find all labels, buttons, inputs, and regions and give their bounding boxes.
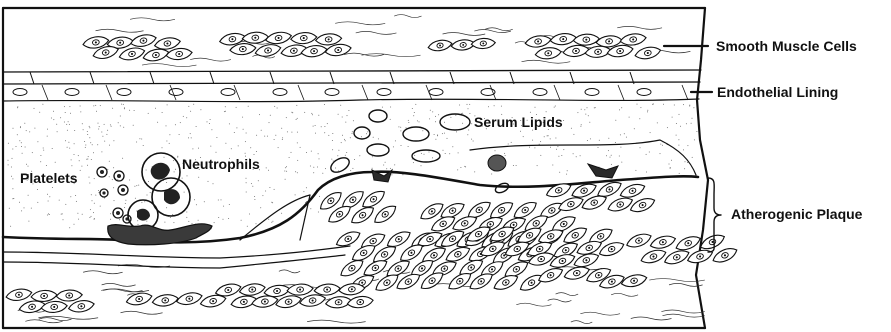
smooth-muscle-cell bbox=[471, 38, 496, 50]
endothelial-nucleus bbox=[429, 89, 443, 96]
smooth-muscle-cell bbox=[674, 233, 702, 253]
smooth-muscle-cell bbox=[618, 181, 646, 200]
leader-lines bbox=[664, 46, 721, 252]
smooth-muscle-cell bbox=[606, 195, 634, 214]
smooth-muscle-cell bbox=[573, 33, 600, 46]
smooth-muscle-cell bbox=[239, 282, 267, 297]
platelets bbox=[97, 167, 131, 223]
endothelial-nucleus bbox=[273, 89, 287, 96]
label-serum-lipids: Serum Lipids bbox=[474, 114, 563, 130]
smooth-muscle-cell bbox=[56, 289, 83, 301]
smooth-muscle-cell bbox=[290, 32, 317, 45]
endothelial-nucleus bbox=[13, 89, 27, 96]
smooth-muscle-cell bbox=[663, 247, 691, 267]
neutrophils bbox=[128, 153, 190, 230]
smooth-muscle-cell bbox=[349, 204, 377, 227]
smooth-muscle-cell bbox=[550, 32, 577, 46]
smooth-muscle-cell bbox=[634, 45, 662, 61]
endothelial-nucleus bbox=[117, 89, 131, 96]
smooth-muscle-cell bbox=[254, 42, 282, 58]
smooth-muscle-cell bbox=[5, 287, 33, 302]
smooth-muscle-cell bbox=[628, 195, 656, 215]
endothelial-nucleus bbox=[637, 89, 651, 96]
smooth-muscle-cell bbox=[125, 291, 153, 307]
endothelial-nucleus bbox=[169, 89, 183, 96]
smooth-muscle-cell bbox=[524, 34, 551, 49]
label-neutrophils: Neutrophils bbox=[182, 156, 260, 172]
label-smooth-muscle-cells: Smooth Muscle Cells bbox=[716, 38, 857, 54]
label-endothelial-lining: Endothelial Lining bbox=[717, 84, 838, 100]
smooth-muscle-cell bbox=[427, 38, 452, 52]
smooth-muscle-cell bbox=[372, 202, 399, 226]
smooth-muscle-cell bbox=[639, 247, 667, 266]
smooth-muscle-cell bbox=[152, 293, 179, 308]
smooth-muscle-cell bbox=[175, 290, 203, 306]
endothelial-nucleus bbox=[533, 89, 547, 96]
smooth-muscle-cell bbox=[347, 295, 374, 310]
smooth-muscle-cell bbox=[711, 245, 739, 266]
smooth-muscle-cell bbox=[300, 44, 327, 58]
smooth-muscle-cell bbox=[242, 31, 269, 44]
smooth-muscle-cell bbox=[535, 46, 562, 60]
endothelial-nucleus bbox=[377, 89, 391, 96]
label-platelets: Platelets bbox=[20, 170, 78, 186]
smooth-muscle-cell bbox=[41, 300, 68, 313]
smooth-muscle-cell bbox=[620, 272, 648, 289]
endothelial-nucleus bbox=[65, 89, 79, 96]
smooth-muscle-cell bbox=[314, 283, 341, 296]
smooth-muscle-cell bbox=[360, 187, 388, 211]
endothelial-nucleus bbox=[221, 89, 235, 96]
endothelial-nucleus bbox=[325, 89, 339, 96]
endothelial-nucleus bbox=[585, 89, 599, 96]
endothelial-lining bbox=[3, 70, 701, 102]
smooth-muscle-cell bbox=[625, 231, 653, 250]
smooth-muscle-cell bbox=[562, 44, 589, 58]
smooth-muscle-cell bbox=[649, 233, 677, 251]
smooth-muscle-cell bbox=[130, 32, 158, 48]
label-atherogenic-plaque: Atherogenic Plaque bbox=[731, 206, 863, 222]
labels: Smooth Muscle Cells Endothelial Lining S… bbox=[20, 38, 863, 222]
smooth-muscle-cell bbox=[620, 32, 647, 46]
